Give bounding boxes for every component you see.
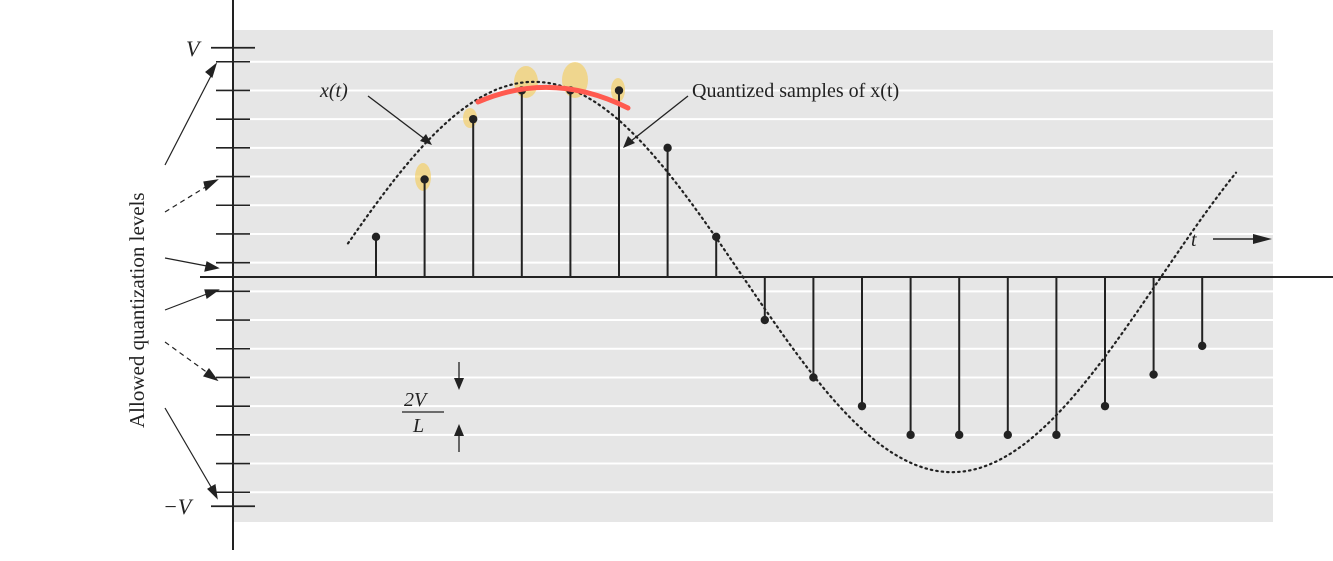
sample-dot: [1149, 370, 1158, 379]
xt-label: x(t): [319, 80, 348, 102]
step-arrow-bottom-head: [454, 424, 464, 436]
level-pointer-arrow: [164, 69, 215, 166]
level-pointer-arrow: [164, 341, 213, 377]
allowed-levels-arrows: [164, 62, 220, 500]
sample-dot: [857, 401, 867, 411]
xt-arrowhead: [420, 134, 432, 145]
level-pointer-arrow: [164, 291, 213, 311]
sample-dot: [955, 430, 964, 440]
level-pointer-arrow: [164, 182, 213, 213]
level-pointer-arrowhead: [207, 484, 218, 500]
t-axis-label: t: [1191, 229, 1197, 251]
quantized-samples-label: Quantized samples of x(t): [692, 80, 899, 102]
v-top-label: V: [186, 36, 202, 61]
signal-curve-xt: [346, 80, 1238, 474]
level-pointer-arrowhead: [205, 62, 218, 79]
sample-dot: [760, 315, 769, 325]
sample-dot: [1198, 341, 1207, 351]
quantized-samples: [371, 86, 1207, 440]
step-numerator: 2V: [404, 389, 429, 411]
level-pointer-arrow: [164, 407, 215, 493]
sample-dot: [663, 143, 672, 153]
sample-dot: [420, 175, 429, 184]
quantization-grid-lines: [233, 60, 1273, 494]
level-pointer-arrowhead: [204, 289, 220, 300]
xt-arrow: [367, 95, 431, 144]
quantized-samples-arrowhead: [623, 136, 635, 148]
sample-dot: [1003, 430, 1012, 440]
quantized-samples-arrow: [625, 95, 689, 146]
level-pointer-arrowhead: [203, 367, 219, 382]
allowed-levels-label: Allowed quantization levels: [125, 192, 149, 428]
level-pointer-arrowhead: [203, 179, 219, 192]
t-axis-arrowhead: [1253, 234, 1272, 244]
sample-dot: [469, 114, 478, 124]
sample-dot: [1100, 401, 1110, 411]
sample-dot: [1052, 430, 1061, 440]
red-highlight-arc: [475, 84, 631, 111]
step-denominator: L: [412, 415, 424, 437]
sample-dot: [371, 232, 381, 242]
level-pointer-arrow: [164, 257, 213, 268]
sample-dot: [906, 430, 915, 440]
sample-dot: [614, 86, 624, 95]
step-arrow-top-head: [454, 378, 464, 390]
level-pointer-arrowhead: [204, 261, 220, 272]
v-bottom-label: −V: [163, 494, 194, 519]
